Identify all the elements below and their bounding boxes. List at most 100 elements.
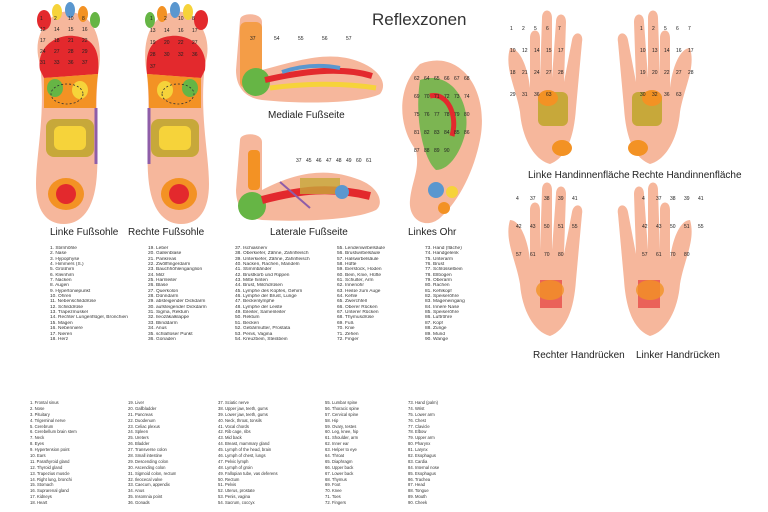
legend-de-item: 27. Querkolon	[148, 288, 179, 294]
caption-left-palm: Linke Handinnenfläche	[528, 170, 630, 181]
legend-en-item: 87. Head	[408, 482, 425, 488]
legend-de-item: 10. Ohren	[50, 294, 72, 300]
zone-number: 18	[54, 38, 60, 44]
legend-en-item: 56. Thoracic spine	[325, 405, 360, 411]
legend-en-item: 68. Thymus	[325, 476, 347, 482]
legend-de-item: 16. Nebenniere	[50, 326, 83, 332]
legend-de-item: 62. Innenohr	[337, 283, 364, 289]
legend-en-item: 39. Lower jaw, teeth, gums	[218, 411, 268, 417]
legend-de-item: 17. Nieren	[50, 331, 73, 337]
zone-number: 29	[82, 49, 88, 55]
zone-number: 37	[82, 60, 88, 66]
legend-en-item: 23. Celiac plexus	[128, 423, 160, 429]
legend-en-item: 34. Anus	[128, 488, 145, 494]
zone-number: 70	[424, 94, 430, 100]
zone-number: 84	[444, 130, 450, 136]
legend-de-item: 74. Handgelenk	[425, 251, 459, 257]
zone-number: 49	[346, 158, 352, 164]
zone-number: 10	[178, 16, 184, 22]
zone-number: 16	[82, 27, 88, 33]
zone-number: 56	[322, 36, 328, 42]
zone-number: 50	[544, 224, 550, 230]
legend-de-item: 33. Blinddarm	[148, 320, 178, 326]
legend-en-item: 53. Penis, vagina	[218, 494, 251, 500]
legend-de-item: 89. Mund	[425, 331, 446, 337]
zone-number: 15	[68, 27, 74, 33]
legend-de-item: 40. Nacken, Rachen, Mandeln	[235, 262, 300, 268]
legend-de-item: 63. Heiße zum Auge	[337, 288, 381, 294]
legend-de-item: 46. Lymphe der Brust, Lunge	[235, 294, 297, 300]
zone-number: 17	[688, 48, 694, 54]
legend-de-item: 67. Unterer Rücken	[337, 310, 379, 316]
legend-de-item: 61. Schulter, Arm	[337, 278, 374, 284]
zone-number: 30	[640, 92, 646, 98]
legend-de-item: 24. Milz	[148, 272, 165, 278]
legend-de-item: 71. Zehen	[337, 331, 359, 337]
zone-number: 14	[164, 28, 170, 34]
legend-en-item: 80. Pharynx	[408, 441, 431, 447]
caption-left-back: Linker Handrücken	[636, 350, 720, 361]
legend-en-item: 81. Larynx	[408, 447, 428, 453]
legend-en-item: 76. Chest	[408, 417, 426, 423]
legend-en-item: 44. Breast, mammary gland	[218, 441, 270, 447]
legend-de-item: 76. Brust	[425, 262, 445, 268]
legend-de-item: 18. Herz	[50, 336, 69, 342]
zone-number: 65	[434, 76, 440, 82]
zone-number: 20	[164, 40, 170, 46]
zone-number: 37	[150, 64, 156, 70]
legend-en-item: 55. Lumbar spine	[325, 400, 358, 405]
zone-number: 70	[670, 252, 676, 258]
legend-en-item: 11. Parathyroid gland	[30, 458, 70, 464]
zone-number: 85	[454, 130, 460, 136]
caption-right-sole: Rechte Fußsohle	[128, 227, 205, 238]
legend-en-item: 79. Upper arm	[408, 435, 435, 441]
zone-number: 14	[534, 48, 540, 54]
caption-left-sole: Linke Fußsohle	[50, 227, 119, 238]
zone-number: 81	[414, 130, 420, 136]
zone-number: 7	[558, 26, 561, 32]
legend-de-item: 35. schlafloser Punkt	[148, 331, 193, 337]
legend-en-item: 6. Cerebellum brain stem	[30, 429, 77, 435]
legend-en-item: 37. Sciatic nerve	[218, 400, 249, 405]
zone-number: 31	[522, 92, 528, 98]
legend-en-item: 28. Small intestine	[128, 453, 163, 459]
zone-number: 83	[434, 130, 440, 136]
zone-number: 37	[530, 196, 536, 202]
zone-number: 1	[40, 16, 43, 22]
legend-de-item: 22. Zwölffingerdarm	[148, 262, 191, 268]
zone-number: 1	[640, 26, 643, 32]
zone-number: 15	[546, 48, 552, 54]
zone-number: 45	[306, 158, 312, 164]
legend-en-item: 16. Suprarenal gland	[30, 488, 69, 494]
legend-de-item: 8. Augen	[50, 283, 69, 289]
legend-en-item: 30. Ascending colon	[128, 464, 166, 470]
zone-number: 27	[546, 70, 552, 76]
legend-en-item: 41. Vocal chords	[218, 423, 249, 429]
legend-en-item: 61. Shoulder, arm	[325, 435, 359, 441]
zone-number: 27	[676, 70, 682, 76]
legend-en-item: 18. Heart	[30, 500, 48, 506]
legend-de-item: 54. Kreuzbein, Steißbein	[235, 336, 288, 342]
legend-en-item: 36. Gonads	[128, 500, 150, 506]
zone-number: 38	[544, 196, 550, 202]
zone-number: 28	[68, 49, 74, 55]
caption-right-back: Rechter Handrücken	[533, 350, 625, 361]
legend-en-item: 22. Duodenum	[128, 417, 156, 423]
zone-number: 14	[664, 48, 670, 54]
zone-number: 60	[356, 158, 362, 164]
zone-number: 42	[642, 224, 648, 230]
legend-en-item: 67. Lower back	[325, 470, 354, 476]
legend-en-item: 63. Helper to eye	[325, 447, 357, 453]
zone-number: 8	[82, 16, 85, 22]
zone-number: 55	[698, 224, 704, 230]
legend-en-item: 49. Fallopian tube, vas deferens	[218, 470, 278, 476]
legend-de-item: 36. Gonaden	[148, 336, 176, 342]
zone-number: 7	[688, 26, 691, 32]
legend-en-item: 35. Insomnia point	[128, 494, 163, 500]
legend-de-item: 29. absteigender Dickdarm	[148, 299, 206, 305]
zone-number: 61	[530, 252, 536, 258]
zone-number: 4	[642, 196, 645, 202]
